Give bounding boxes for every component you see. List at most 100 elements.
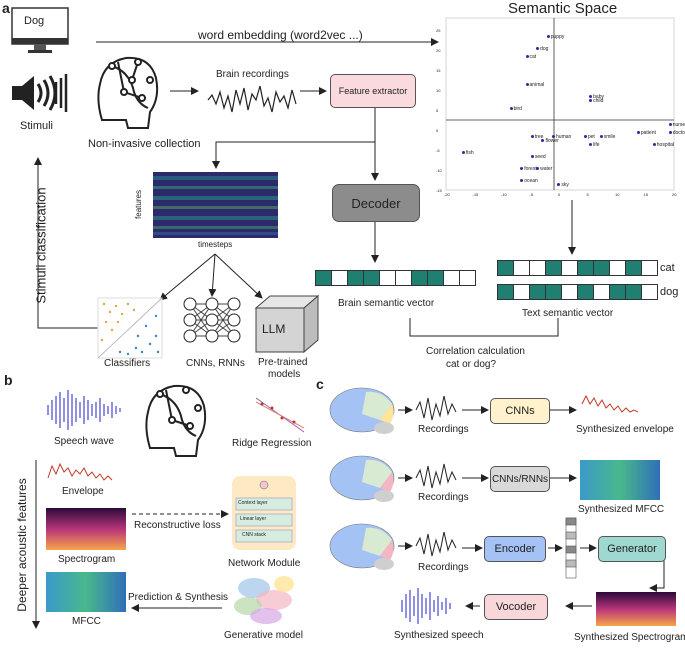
semantic-word-label: forest bbox=[524, 166, 537, 172]
speaker-icon bbox=[12, 74, 68, 112]
dog-text-vector bbox=[497, 284, 658, 300]
feature-extractor-label: Feature extractor bbox=[338, 86, 408, 96]
correlation-label-1: Correlation calculation bbox=[426, 346, 525, 357]
envelope-label: Envelope bbox=[62, 486, 104, 497]
semantic-word-point: human bbox=[552, 134, 571, 140]
synthesized-speech-graphic bbox=[401, 588, 451, 624]
vocoder-box: Vocoder bbox=[484, 594, 548, 620]
semantic-word-label: flower bbox=[545, 138, 559, 144]
cnns-box: CNNs bbox=[490, 398, 550, 424]
context-layer-label: Context layer bbox=[238, 500, 268, 506]
cnns-label: CNNs bbox=[505, 405, 535, 417]
semantic-word-point: doctor bbox=[668, 130, 685, 136]
pretrained-label-2: models bbox=[268, 369, 301, 380]
brain-recording-wave bbox=[207, 85, 297, 113]
semantic-dot bbox=[525, 55, 529, 59]
reconstructive-loss-label: Reconstructive loss bbox=[134, 520, 221, 531]
semantic-dot bbox=[652, 143, 656, 147]
semantic-dot bbox=[520, 167, 524, 171]
semantic-dot bbox=[552, 135, 556, 139]
eeg-head-icon-b bbox=[145, 384, 207, 457]
cnns-rnns-box: CNNs/RNNs bbox=[490, 466, 550, 492]
encoder-label: Encoder bbox=[494, 543, 536, 555]
semantic-word-label: puppy bbox=[550, 34, 565, 40]
semantic-word-label: tree bbox=[534, 134, 544, 140]
neural-network-icon bbox=[183, 297, 241, 343]
llm-label: LLM bbox=[262, 322, 286, 336]
synthesized-spectrogram-graphic bbox=[596, 592, 676, 626]
vector-cell bbox=[641, 260, 658, 276]
decoder-label: Decoder bbox=[351, 195, 401, 211]
vector-cell bbox=[609, 284, 626, 300]
mfcc-label: MFCC bbox=[72, 616, 101, 627]
synth-mfcc-label: Synthesized MFCC bbox=[578, 504, 665, 515]
brain-semantic-vector-label: Brain semantic vector bbox=[338, 298, 435, 309]
brain-semantic-vector bbox=[315, 270, 476, 286]
vector-cell bbox=[561, 260, 578, 276]
semantic-word-label: smile bbox=[603, 134, 616, 140]
envelope-graphic bbox=[47, 462, 113, 481]
semantic-word-point: patient bbox=[636, 130, 656, 136]
semantic-dot bbox=[541, 139, 545, 143]
linear-layer-label: Linear layer bbox=[240, 516, 267, 522]
semantic-word-point: ocean bbox=[520, 178, 538, 184]
llm-cube-icon bbox=[254, 294, 320, 354]
semantic-dot bbox=[461, 151, 465, 155]
speech-wave-graphic bbox=[47, 390, 121, 430]
word-embedding-label: word embedding (word2vec ...) bbox=[198, 28, 363, 42]
feature-matrix-heatmap bbox=[153, 172, 278, 238]
vector-cell bbox=[363, 270, 380, 286]
recordings-label-3: Recordings bbox=[418, 562, 469, 573]
stimuli-label: Stimuli bbox=[20, 120, 54, 132]
generative-model-cluster bbox=[234, 576, 294, 624]
semantic-dot bbox=[589, 95, 593, 99]
semantic-word-label: doctor bbox=[672, 130, 685, 136]
generator-box: Generator bbox=[598, 536, 666, 562]
vector-cell bbox=[331, 270, 348, 286]
vector-cell bbox=[561, 284, 578, 300]
text-semantic-vector-label: Text semantic vector bbox=[522, 308, 614, 319]
vector-cell bbox=[411, 270, 428, 286]
vector-cell bbox=[497, 260, 514, 276]
semantic-word-point: forest bbox=[520, 166, 537, 172]
semantic-word-point: hospital bbox=[652, 142, 675, 148]
feature-extractor-box: Feature extractor bbox=[330, 74, 416, 108]
semantic-word-label: baby bbox=[593, 94, 604, 100]
semantic-dot bbox=[589, 143, 593, 147]
semantic-word-point: tree bbox=[530, 134, 544, 140]
semantic-word-label: hospital bbox=[656, 142, 675, 148]
semantic-y-tick: 15 bbox=[436, 68, 441, 73]
semantic-dot bbox=[589, 99, 593, 103]
semantic-word-label: bird bbox=[513, 106, 522, 112]
vector-cell bbox=[593, 284, 610, 300]
vector-cell bbox=[459, 270, 476, 286]
dog-label: dog bbox=[660, 286, 679, 298]
recordings-label-2: Recordings bbox=[418, 492, 469, 503]
mfcc-graphic bbox=[46, 572, 126, 612]
semantic-word-point: water bbox=[536, 166, 552, 172]
semantic-word-label: life bbox=[593, 142, 600, 148]
vector-cell bbox=[497, 284, 514, 300]
vector-cell bbox=[529, 284, 546, 300]
semantic-dot bbox=[668, 131, 672, 135]
brain-icon-3 bbox=[329, 523, 395, 570]
semantic-x-tick: 0 bbox=[558, 192, 561, 197]
vector-cell bbox=[395, 270, 412, 286]
semantic-dot bbox=[636, 131, 640, 135]
semantic-word-label: nurse bbox=[672, 122, 685, 128]
semantic-word-label: fish bbox=[465, 150, 474, 156]
eeg-head-icon bbox=[97, 56, 159, 129]
network-module-graphic bbox=[232, 476, 296, 550]
cnns-rnns-label: CNNs, RNNs bbox=[186, 358, 245, 369]
cat-label: cat bbox=[660, 262, 675, 274]
semantic-x-tick: -20 bbox=[444, 192, 450, 197]
semantic-word-label: patient bbox=[640, 130, 656, 136]
semantic-dot bbox=[546, 35, 550, 39]
cat-text-vector bbox=[497, 260, 658, 276]
vector-cell bbox=[315, 270, 332, 286]
semantic-x-tick: 10 bbox=[615, 192, 620, 197]
spectrogram-graphic bbox=[46, 508, 126, 550]
